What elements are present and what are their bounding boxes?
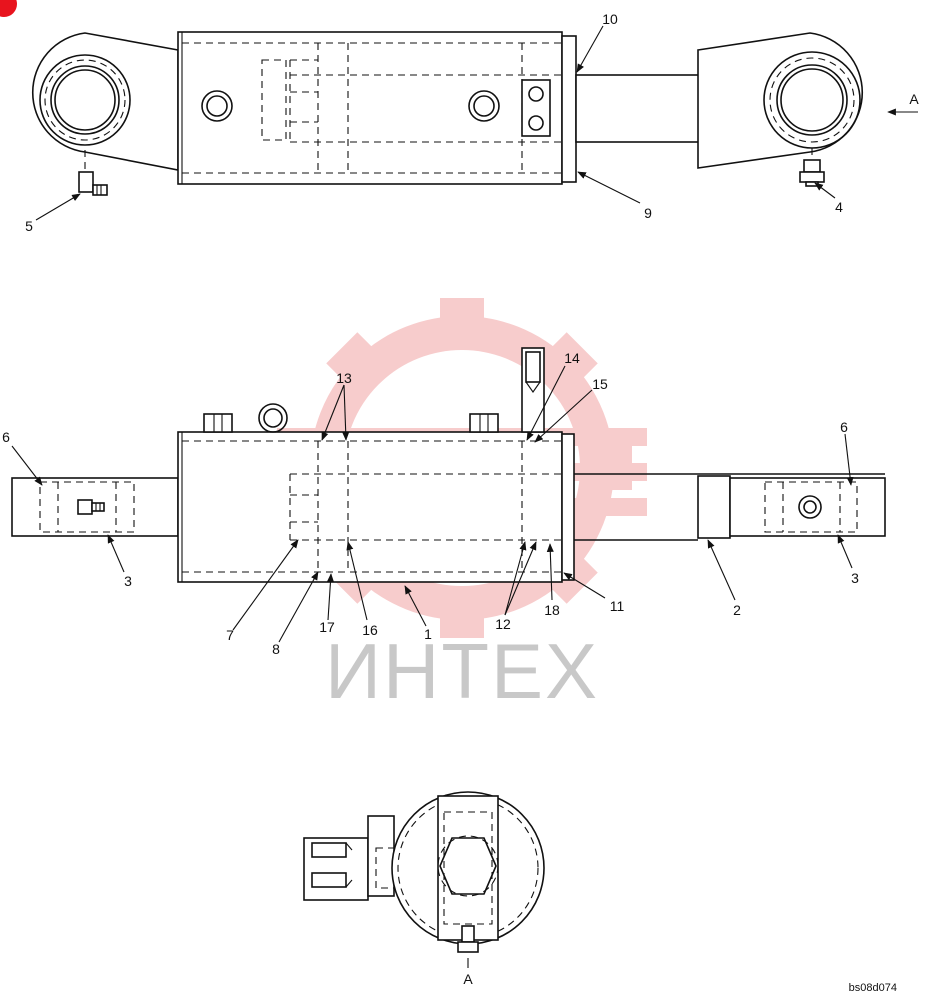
- callout-label: 17: [319, 619, 335, 635]
- callout-label: 13: [336, 370, 352, 386]
- watermark-text: ИНТЕХ: [325, 627, 599, 715]
- side-view: [11, 347, 886, 583]
- callout-label: 18: [544, 602, 560, 618]
- callout-label: 7: [226, 627, 234, 643]
- callout-label: 6: [2, 429, 10, 445]
- callout-label: 11: [610, 598, 625, 614]
- end-view-a: [303, 791, 545, 953]
- callout-label: A: [909, 91, 919, 107]
- callout-label: 15: [592, 376, 608, 392]
- callout-label: 2: [733, 602, 741, 618]
- callout-label: 6: [840, 419, 848, 435]
- callout-label: 3: [124, 573, 132, 589]
- view-label: A: [463, 971, 473, 987]
- callout-label: 12: [495, 616, 511, 632]
- callout-label: 5: [25, 218, 33, 234]
- callout-label: 9: [644, 205, 652, 221]
- callout-label: 14: [564, 350, 580, 366]
- callout-label: 8: [272, 641, 280, 657]
- callout-label: 4: [835, 199, 843, 215]
- callout-label: 10: [602, 11, 618, 27]
- callout-label: 16: [362, 622, 378, 638]
- brand-badge-icon: [0, 0, 17, 17]
- figure-id: bs08d074: [849, 982, 897, 994]
- top-view: [32, 31, 863, 196]
- callout-label: 3: [851, 570, 859, 586]
- callout-label: 1: [424, 626, 432, 642]
